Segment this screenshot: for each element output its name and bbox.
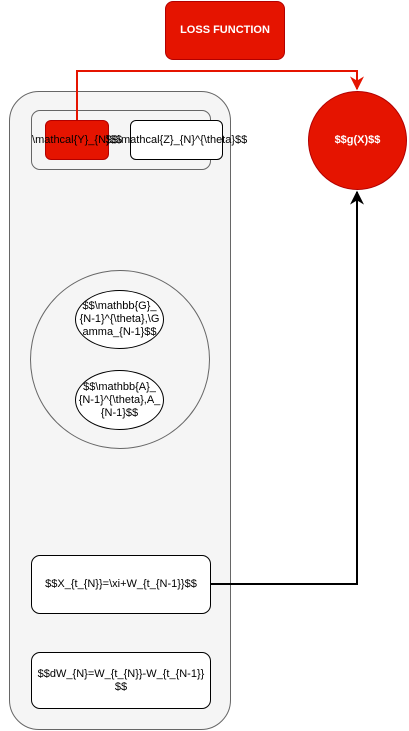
a-node[interactable]: $$\mathbb{A}_{N-1}^{\theta},A_{N-1}$$: [75, 370, 164, 430]
z-theta-label: $$\mathcal{Z}_{N}^{\theta}$$: [105, 133, 248, 146]
dw-node[interactable]: $$dW_{N}=W_{t_{N}}-W_{t_{N-1}}$$: [31, 652, 211, 709]
edge-x-to-g: [211, 190, 364, 585]
a-label: $$\mathbb{A}_{N-1}^{\theta},A_{N-1}$$: [78, 380, 161, 419]
z-theta-node[interactable]: $$\mathcal{Z}_{N}^{\theta}$$: [106, 120, 247, 160]
g-of-x-label: $$g(X)$$: [334, 134, 381, 146]
x-label: $$X_{t_{N}}=\xi+W_{t_{N-1}}$$: [45, 578, 197, 590]
y-target-node[interactable]: \mathcal{Y}_{N}$$: [32, 120, 122, 160]
gamma-label: $$\mathbb{G}_{N-1}^{\theta},\Gamma_{N-1}…: [79, 300, 160, 338]
dw-label: $$dW_{N}=W_{t_{N}}-W_{t_{N-1}}$$: [37, 667, 205, 693]
edge-y-to-g: [76, 70, 364, 120]
gamma-node[interactable]: $$\mathbb{G}_{N-1}^{\theta},\Gamma_{N-1}…: [75, 290, 164, 349]
y-target-label: \mathcal{Y}_{N}$$: [32, 133, 122, 146]
loss-function-label: LOSS FUNCTION: [180, 24, 270, 36]
g-of-x-node[interactable]: $$g(X)$$: [308, 91, 407, 190]
loss-function-node[interactable]: LOSS FUNCTION: [165, 1, 285, 60]
x-node[interactable]: $$X_{t_{N}}=\xi+W_{t_{N-1}}$$: [31, 555, 211, 614]
